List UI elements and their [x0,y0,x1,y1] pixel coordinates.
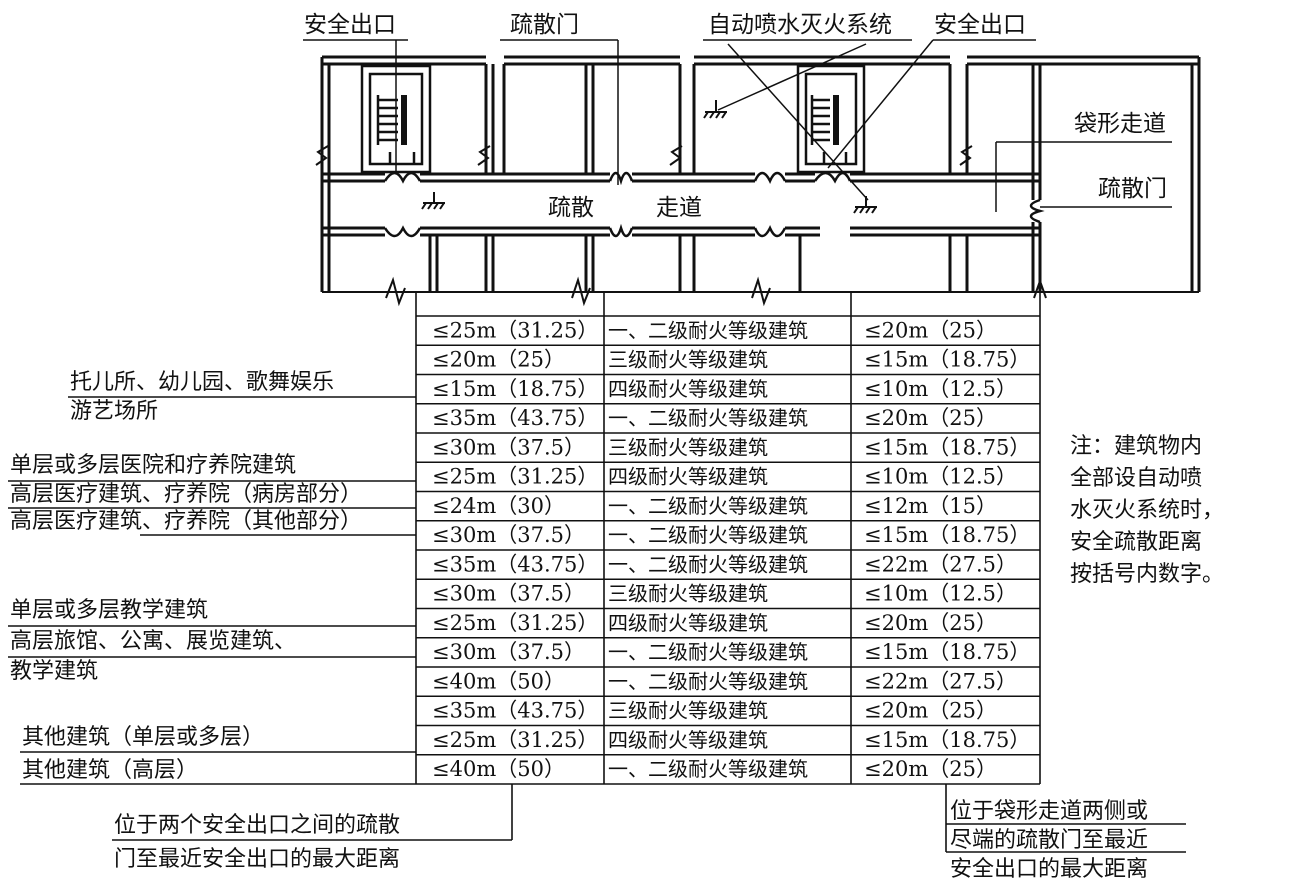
category-hospital-high-ward: 高层医疗建筑、疗养院（病房部分） [10,482,362,507]
table-cell-between: ≤35m（43.75） [432,552,598,576]
table-cell-grade: 一、二级耐火等级建筑 [608,494,808,518]
sprinkler-icon [853,196,877,214]
note-block: 注：建筑物内 全部设自动喷 水灭火系统时， 安全疏散距离 按括号内数字。 [1070,434,1224,587]
table-cell-between: ≤40m（50） [432,757,565,781]
table-cells: ≤25m（31.25） 一、二级耐火等级建筑 ≤20m（25） ≤20m（25） 三级耐… [432,318,1030,781]
footer-right-line3: 安全出口的最大距离 [950,857,1148,880]
category-hospital-low: 单层或多层医院和疗养院建筑 [10,453,296,478]
table-cell-between: ≤25m（31.25） [432,465,598,489]
table-cell-between: ≤40m（50） [432,669,565,693]
category-other-high: 其他建筑（高层） [22,758,198,783]
table-cell-dead-end: ≤20m（25） [864,699,997,723]
table-cell-grade: 三级耐火等级建筑 [608,699,768,723]
note-line: 安全疏散距离 [1070,530,1202,555]
table-cell-dead-end: ≤15m（18.75） [864,435,1030,459]
table-cell-between: ≤25m（31.25） [432,611,598,635]
table-cell-dead-end: ≤10m（12.5） [864,582,1017,606]
footer-right: 位于袋形走道两侧或 尽端的疏散门至最近 安全出口的最大距离 [946,799,1186,880]
table-cell-grade: 一、二级耐火等级建筑 [608,552,808,576]
table-row-lines [416,315,1040,785]
table-cell-dead-end: ≤15m（18.75） [864,523,1030,547]
table-cell-dead-end: ≤15m（18.75） [864,728,1030,752]
door-swings [383,171,1045,238]
table-cell-grade: 一、二级耐火等级建筑 [608,669,808,693]
table-cell-between: ≤30m（37.5） [432,582,585,606]
table-cell-between: ≤25m（31.25） [432,728,598,752]
table-cell-dead-end: ≤10m（12.5） [864,377,1017,401]
plan-leaders [303,39,1172,212]
dead-end-corridor-label: 袋形走道 [1074,111,1166,137]
table-cell-dead-end: ≤15m（18.75） [864,640,1030,664]
category-school-low: 单层或多层教学建筑 [10,598,208,623]
table-cell-dead-end: ≤20m（25） [864,757,997,781]
table-cell-between: ≤35m（43.75） [432,699,598,723]
category-texts: 托儿所、幼儿园、歌舞娱乐 游艺场所 单层或多层医院和疗养院建筑 高层医疗建筑、疗… [10,370,362,783]
note-line: 注：建筑物内 [1070,434,1202,459]
table-cell-grade: 三级耐火等级建筑 [608,582,768,606]
table-cell-grade: 四级耐火等级建筑 [608,377,768,401]
table-cell-grade: 四级耐火等级建筑 [608,465,768,489]
table-cell-between: ≤25m（31.25） [432,318,598,342]
table-cell-between: ≤30m（37.5） [432,640,585,664]
footer-right-line1: 位于袋形走道两侧或 [950,799,1148,824]
sprinkler-icons [421,100,877,214]
note-line: 水灭火系统时， [1070,498,1224,523]
break-marks [315,145,1199,307]
table-cell-grade: 四级耐火等级建筑 [608,611,768,635]
category-hotel-high-line2: 教学建筑 [10,659,98,684]
table-cell-between: ≤30m（37.5） [432,523,585,547]
footer-left-line1: 位于两个安全出口之间的疏散 [114,813,400,838]
door-label-top: 疏散门 [510,12,579,38]
category-nursery-line1: 托儿所、幼儿园、歌舞娱乐 [70,370,334,395]
table-cell-dead-end: ≤15m（18.75） [864,348,1030,372]
corridor-label-b: 走道 [656,195,702,221]
table-cell-between: ≤15m（18.75） [432,377,598,401]
table-cell-grade: 一、二级耐火等级建筑 [608,757,808,781]
footer-left: 位于两个安全出口之间的疏散 门至最近安全出口的最大距离 [112,813,512,872]
exit-label-right: 安全出口 [934,12,1026,38]
footer-right-line2: 尽端的疏散门至最近 [950,828,1148,853]
sprinkler-label: 自动喷水灭火系统 [708,12,892,38]
door-label-right: 疏散门 [1098,176,1167,202]
stairwell-right [796,64,866,174]
table-cell-grade: 三级耐火等级建筑 [608,435,768,459]
sprinkler-icon [703,100,727,119]
table-cell-dead-end: ≤22m（27.5） [864,669,1017,693]
table-cell-dead-end: ≤20m（25） [864,318,997,342]
table-cell-between: ≤24m（30） [432,494,565,518]
table-cell-dead-end: ≤10m（12.5） [864,465,1017,489]
table-cell-grade: 一、二级耐火等级建筑 [608,640,808,664]
table-cell-dead-end: ≤20m（25） [864,406,997,430]
plan-labels: 安全出口 疏散门 自动喷水灭火系统 安全出口 疏散 走道 袋形走道 疏散门 [304,12,1167,221]
category-nursery-line2: 游艺场所 [70,399,158,424]
table-cell-dead-end: ≤20m（25） [864,611,997,635]
note-line: 全部设自动喷 [1070,466,1202,491]
corridor-label-a: 疏散 [548,195,594,221]
floor-plan [320,55,1201,292]
table-cell-between: ≤20m（25） [432,348,565,372]
exit-label-left: 安全出口 [304,12,396,38]
table-cell-grade: 一、二级耐火等级建筑 [608,318,808,342]
table-cell-between: ≤30m（37.5） [432,435,585,459]
table-cell-grade: 一、二级耐火等级建筑 [608,406,808,430]
sprinkler-icon [421,192,445,210]
category-hospital-high-other: 高层医疗建筑、疗养院（其他部分） [10,509,362,534]
table-cell-dead-end: ≤12m（15） [864,494,997,518]
table-cell-grade: 一、二级耐火等级建筑 [608,523,808,547]
category-other-low: 其他建筑（单层或多层） [22,725,264,750]
table-cell-grade: 三级耐火等级建筑 [608,348,768,372]
footer-left-line2: 门至最近安全出口的最大距离 [114,847,400,872]
table-cell-dead-end: ≤22m（27.5） [864,552,1017,576]
note-line: 按括号内数字。 [1070,562,1224,587]
table-cell-grade: 四级耐火等级建筑 [608,728,768,752]
category-hotel-high-line1: 高层旅馆、公寓、展览建筑、 [10,629,296,654]
category-labels [8,396,416,785]
table-cell-between: ≤35m（43.75） [432,406,598,430]
